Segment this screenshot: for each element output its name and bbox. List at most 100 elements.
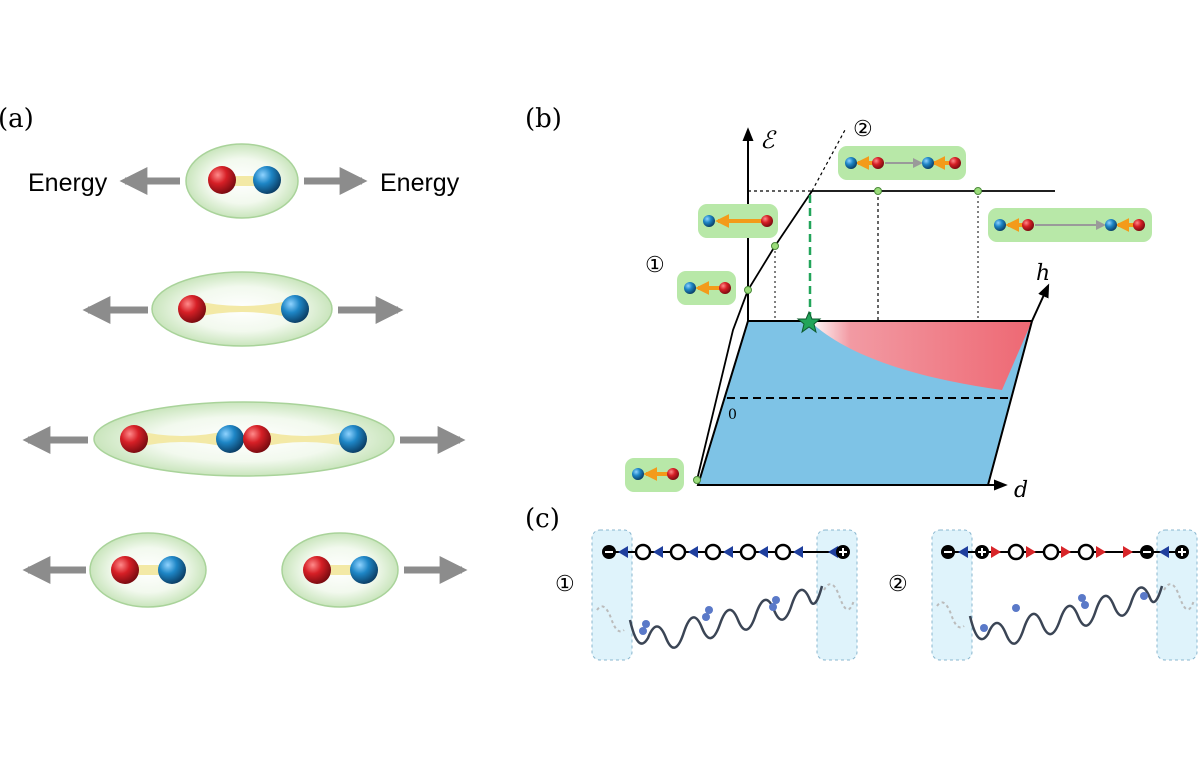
link-arrow	[688, 546, 698, 558]
neutral-site	[774, 543, 792, 561]
d-axis-label: d	[1014, 478, 1028, 503]
energy-axis-label: ℰ	[760, 126, 777, 154]
panel-b-label: (b)	[525, 104, 562, 134]
potential-wave	[968, 585, 1164, 645]
red-charge	[761, 215, 773, 227]
curve-point	[974, 187, 982, 195]
panel-a-label: (a)	[0, 104, 34, 134]
link-arrow	[1123, 546, 1133, 558]
chain-2	[931, 529, 1198, 661]
red-charge	[111, 556, 139, 584]
chain-1-marker: ①	[555, 572, 575, 597]
badge-broken-pair-short	[838, 146, 966, 180]
neutral-site	[1007, 543, 1025, 561]
chain-1	[591, 529, 858, 661]
link-arrow	[958, 546, 968, 558]
blue-charge	[1105, 219, 1117, 231]
curve-point	[693, 476, 701, 484]
marker-2: ②	[853, 117, 873, 142]
particle	[1081, 601, 1089, 609]
potential-ghost	[596, 605, 625, 633]
curve-point	[874, 187, 882, 195]
red-charge	[667, 468, 679, 480]
red-charge	[872, 157, 884, 169]
edge-box-left	[591, 529, 633, 661]
curve-point	[771, 242, 779, 250]
string	[192, 300, 292, 318]
edge-box-left	[931, 529, 973, 661]
critical-point-star-icon	[796, 310, 822, 334]
pair-row-2	[82, 271, 404, 347]
edge-box-right	[1156, 529, 1198, 661]
blue-charge	[281, 295, 309, 323]
blue-charge	[339, 425, 367, 453]
particle	[702, 613, 710, 621]
potential-ghost	[823, 583, 855, 611]
red-charge	[303, 556, 331, 584]
link-arrow	[1026, 546, 1036, 558]
pair-row-3	[22, 401, 466, 477]
red-charge	[1022, 219, 1034, 231]
blue-charge	[158, 556, 186, 584]
marker-1: ①	[645, 253, 665, 278]
potential-ghost	[1163, 583, 1195, 611]
particle	[980, 624, 988, 632]
string	[134, 430, 230, 448]
chain-1-sites	[602, 543, 850, 561]
edge-box-right	[816, 529, 858, 661]
pair-row-4	[22, 532, 468, 608]
energy-label-left: Energy	[28, 169, 108, 197]
blue-charge	[632, 468, 644, 480]
chain-2-sites	[941, 543, 1189, 561]
energy-label-right: Energy	[380, 169, 460, 197]
particle	[1140, 592, 1148, 600]
link-arrow	[758, 546, 768, 558]
red-charge	[120, 425, 148, 453]
neutral-site	[1077, 543, 1095, 561]
badge-pair-1	[677, 271, 736, 305]
chain-2-marker: ②	[888, 572, 908, 597]
panel-c-label: (c)	[525, 504, 560, 534]
potential-wave	[628, 585, 824, 649]
blue-charge	[845, 157, 857, 169]
string	[257, 430, 353, 448]
neutral-site	[1042, 543, 1060, 561]
h-axis	[1031, 283, 1050, 322]
neutral-site	[634, 543, 652, 561]
blue-charge	[703, 215, 715, 227]
red-charge	[949, 157, 961, 169]
red-charge	[719, 282, 731, 294]
link-arrow	[653, 546, 663, 558]
potential-ghost	[936, 601, 965, 629]
panel-a: (a) Energy Energy	[0, 104, 468, 608]
particle	[769, 603, 777, 611]
link-arrow	[1159, 546, 1169, 558]
red-charge	[1133, 219, 1145, 231]
chain-1-arrows	[618, 546, 838, 558]
particle	[642, 620, 650, 628]
particle	[772, 596, 780, 604]
blue-charge	[994, 219, 1006, 231]
pair-row-1: Energy Energy	[28, 143, 460, 219]
badge-stretched-pair	[698, 204, 778, 238]
particle	[639, 627, 647, 635]
curve-point	[744, 286, 752, 294]
blue-charge	[350, 556, 378, 584]
red-charge	[243, 425, 271, 453]
blue-charge	[922, 157, 934, 169]
neutral-site	[739, 543, 757, 561]
energy-curve	[696, 190, 1055, 481]
string	[128, 565, 170, 575]
string	[225, 176, 265, 186]
badge-broken-pair-long	[988, 208, 1152, 242]
neutral-site	[669, 543, 687, 561]
blue-charge	[216, 425, 244, 453]
link-arrow	[723, 546, 733, 558]
neutral-site	[704, 543, 722, 561]
string	[320, 565, 362, 575]
h-axis-label: h	[1036, 261, 1050, 286]
link-arrow	[1061, 546, 1071, 558]
blue-charge	[684, 282, 696, 294]
link-arrow	[618, 546, 628, 558]
